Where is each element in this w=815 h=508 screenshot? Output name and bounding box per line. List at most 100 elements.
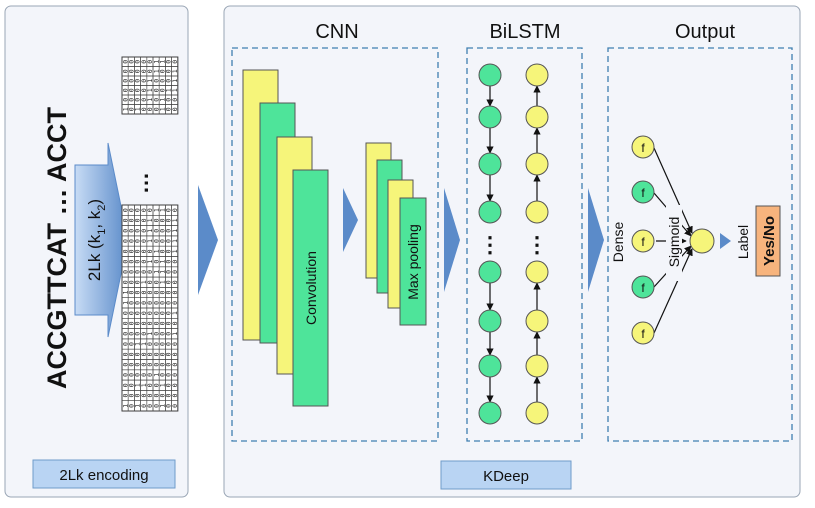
- matrix-bottom-cell: 0: [165, 404, 173, 408]
- svg-text:f: f: [641, 235, 645, 249]
- matrix-bottom-cell: 0: [140, 301, 148, 305]
- matrix-bottom-cell: 0: [140, 311, 148, 315]
- matrix-bottom-cell: 0: [165, 383, 173, 387]
- matrix-bottom-cell: 0: [152, 311, 160, 315]
- matrix-top-cell: 0: [128, 107, 136, 111]
- dense-node-4: f: [631, 275, 655, 299]
- label-text: Label: [735, 225, 751, 259]
- matrix-bottom-cell: 1: [159, 208, 167, 212]
- matrix-bottom-cell: 0: [134, 363, 142, 367]
- matrix-bottom-cell: 0: [165, 301, 173, 305]
- matrix-top-cell: 0: [146, 69, 154, 73]
- matrix-bottom-cell: 0: [152, 363, 160, 367]
- matrix-bottom-cell: 0: [121, 383, 129, 387]
- matrix-bottom-cell: 0: [165, 208, 173, 212]
- matrix-bottom-cell: 0: [140, 249, 148, 253]
- matrix-bottom-cell: 0: [146, 301, 154, 305]
- matrix-top-cell: 0: [140, 98, 148, 102]
- matrix-bottom-cell: 0: [127, 301, 135, 305]
- matrix-bottom-cell: 0: [121, 332, 129, 336]
- matrix-bottom-cell: 0: [121, 352, 129, 356]
- matrix-bottom-cell: 0: [146, 321, 154, 325]
- matrix-top-cell: 0: [159, 69, 167, 73]
- matrix-bottom-cell: 0: [128, 218, 136, 222]
- sigmoid-label: Sigmoid: [666, 217, 682, 268]
- matrix-bottom-cell: 0: [146, 270, 154, 274]
- matrix-top-cell: 1: [152, 69, 160, 73]
- matrix-bottom-cell: 0: [134, 218, 142, 222]
- cnn-box: [231, 47, 439, 442]
- output-title: Output: [675, 21, 735, 43]
- matrix-top-cell: 1: [159, 60, 167, 64]
- matrix-bottom-cell: 0: [158, 373, 166, 377]
- matrix-bottom-cell: 0: [140, 218, 148, 222]
- matrix-bottom-cell: 0: [134, 321, 142, 325]
- encoding-matrix-bottom: 0000011000000100010000100010000100010000…: [121, 204, 179, 412]
- backward-lstm-node: [525, 63, 549, 87]
- result-text: Yes/No: [761, 216, 778, 266]
- dense-node-5: f: [631, 321, 655, 345]
- backward-lstm-node: [525, 260, 549, 284]
- matrix-top-cell: 0: [146, 60, 154, 64]
- matrix-bottom-cell: 0: [159, 394, 167, 398]
- encoding-caption: 2Lk encoding: [59, 467, 148, 484]
- matrix-bottom-cell: 0: [158, 352, 166, 356]
- matrix-bottom-cell: 0: [165, 363, 173, 367]
- matrix-top-cell: 0: [140, 88, 148, 92]
- backward-lstm-node: [525, 152, 549, 176]
- matrix-top-cell: 0: [146, 107, 154, 111]
- dense-node-1: f: [631, 135, 655, 159]
- matrix-bottom-cell: 0: [165, 229, 173, 233]
- pooling-stack: Max pooling: [365, 142, 427, 326]
- matrix-bottom-cell: 0: [140, 404, 148, 408]
- matrix-bottom-cell: 0: [171, 404, 179, 408]
- matrix-top-cell: 0: [121, 98, 129, 102]
- matrix-bottom-cell: 0: [159, 218, 167, 222]
- matrix-top-cell: 1: [121, 107, 129, 111]
- matrix-bottom-cell: 0: [121, 260, 129, 264]
- matrix-bottom-cell: 1: [159, 280, 167, 284]
- matrix-bottom-cell: 1: [171, 239, 179, 243]
- matrix-bottom-cell: 0: [165, 249, 173, 253]
- matrix-bottom-cell: 0: [171, 291, 179, 295]
- matrix-top-cell: 0: [140, 60, 148, 64]
- matrix-bottom-cell: 1: [146, 218, 154, 222]
- matrix-bottom-cell: 0: [121, 311, 129, 315]
- matrix-top-cell: 1: [171, 79, 179, 83]
- forward-lstm-node: [478, 354, 502, 378]
- matrix-bottom-cell: 0: [140, 208, 148, 212]
- sigmoid-label-bg: [666, 205, 682, 281]
- matrix-bottom-cell: 0: [171, 394, 179, 398]
- matrix-bottom-cell: 0: [165, 311, 173, 315]
- forward-lstm-node: [478, 309, 502, 333]
- matrix-top-cell: 0: [152, 107, 160, 111]
- matrix-top-cell: 0: [121, 60, 129, 64]
- matrix-bottom-cell: 0: [171, 363, 179, 367]
- matrix-bottom-cell: 0: [121, 363, 129, 367]
- main-caption: KDeep: [483, 468, 529, 485]
- matrix-bottom-cell: 0: [165, 342, 173, 346]
- result-box: [755, 205, 781, 277]
- matrix-bottom-cell: 0: [140, 291, 148, 295]
- matrix-bottom-cell: 1: [134, 383, 142, 387]
- matrix-bottom-cell: 0: [140, 332, 148, 336]
- backward-lstm-node: [525, 354, 549, 378]
- matrix-bottom-cell: 0: [127, 373, 135, 377]
- encoding-caption-box: [32, 459, 176, 489]
- matrix-top-cell: 0: [134, 98, 142, 102]
- matrix-bottom-cell: 0: [146, 208, 154, 212]
- bilstm-to-output-arrow: [588, 188, 604, 292]
- encoding-matrix-top: 0000011000000010010000100010000100110000…: [121, 56, 179, 115]
- main-caption-box: [440, 460, 572, 490]
- matrix-bottom-cell: 0: [140, 394, 148, 398]
- matrix-bottom-cell: 0: [159, 291, 167, 295]
- matrix-bottom-cell: 0: [152, 321, 160, 325]
- matrix-bottom-cell: 0: [121, 229, 129, 233]
- bilstm-box: [466, 47, 583, 442]
- matrix-top-cell: 1: [134, 107, 142, 111]
- matrix-bottom-cell: 1: [134, 404, 142, 408]
- matrix-bottom-cell: 0: [171, 321, 179, 325]
- matrix-top-cell: 0: [159, 88, 167, 92]
